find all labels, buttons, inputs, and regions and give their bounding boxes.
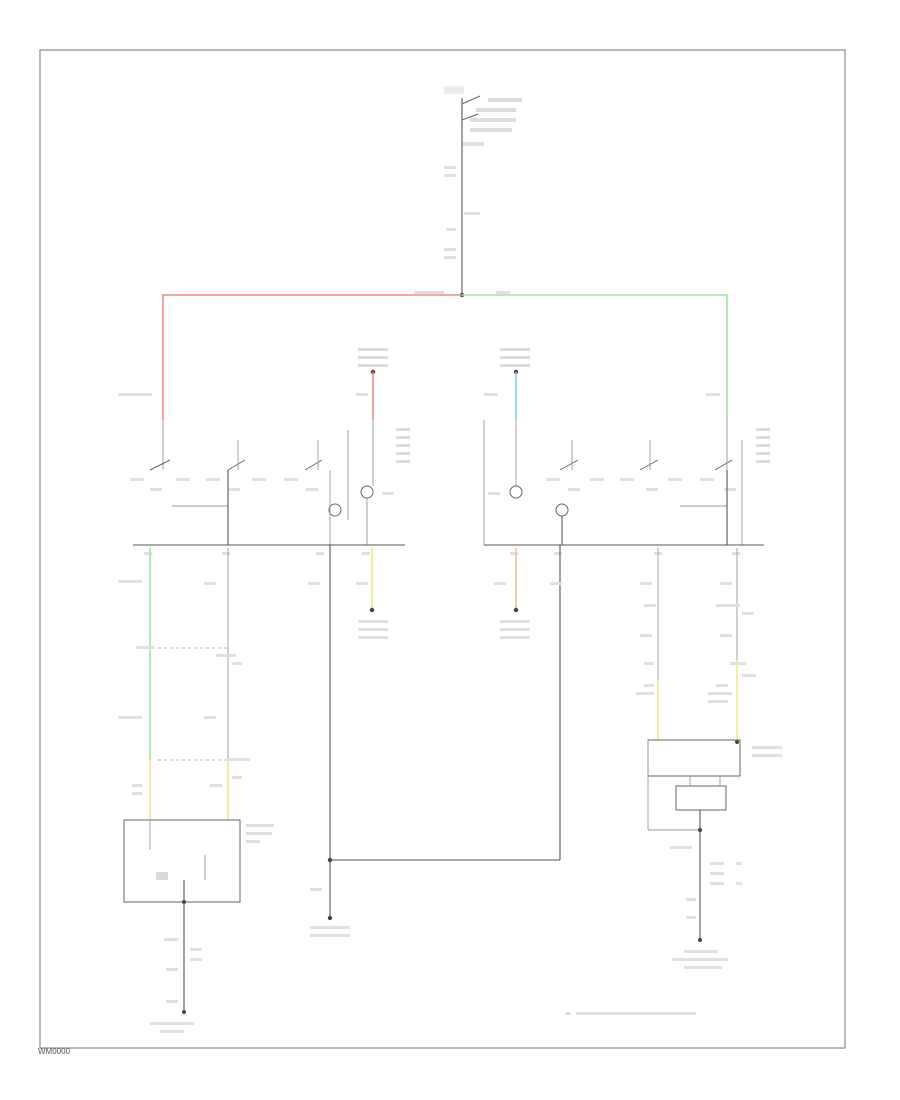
- left-heater-switch: [130, 420, 410, 545]
- bus-pin-labels: [144, 552, 740, 555]
- ground-connector-left-top: [356, 348, 388, 420]
- center-ground-wires: [308, 545, 562, 937]
- right-branch-wires: [636, 548, 756, 744]
- ground-node-right-lamp: [513, 607, 519, 613]
- diagram-code: WM0000: [38, 1047, 71, 1056]
- left-branch-labels: [118, 580, 250, 795]
- right-seat-heater: [647, 739, 782, 969]
- left-seat-heater: [123, 819, 274, 1033]
- green-wire: [462, 294, 728, 420]
- red-wire: [162, 294, 462, 420]
- feed-wire: [444, 140, 480, 295]
- footnote: [566, 1012, 696, 1015]
- right-heater-switch: [483, 420, 770, 545]
- fuse-block-top: [444, 86, 522, 146]
- diagram-border: [39, 49, 846, 1049]
- ground-connector-right-top: [484, 348, 530, 420]
- ground-node-left-lamp: [369, 607, 375, 613]
